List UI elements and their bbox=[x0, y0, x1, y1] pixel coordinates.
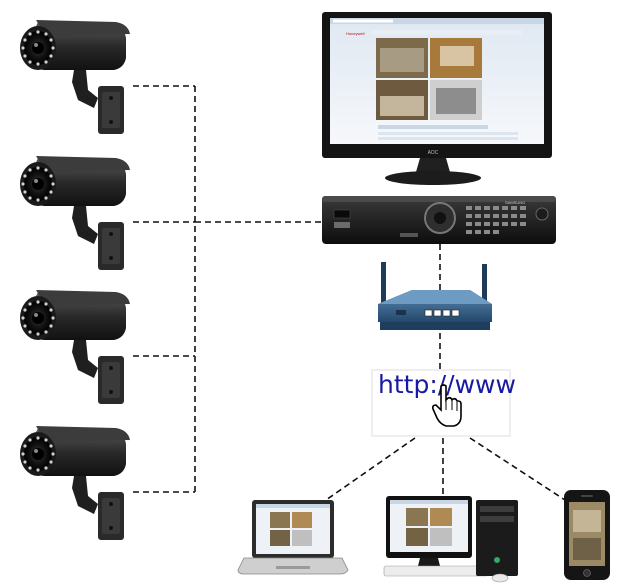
camera-1 bbox=[20, 20, 130, 134]
monitor-logo: AOC bbox=[428, 150, 439, 156]
monitor-brand-text: Honeywell bbox=[346, 31, 365, 36]
camera-2 bbox=[20, 156, 130, 270]
connection-lines bbox=[133, 85, 566, 501]
internet-url-label: http://www bbox=[378, 370, 516, 399]
router-ports bbox=[424, 309, 460, 317]
smartphone-client bbox=[564, 490, 610, 580]
camera-3 bbox=[20, 290, 130, 404]
link-internet-to-laptop bbox=[325, 437, 416, 501]
desktop-pc-client bbox=[383, 496, 518, 583]
hand-pointer-icon bbox=[432, 384, 462, 427]
internet-url-box: http://www bbox=[371, 369, 516, 437]
dvr-brand: SAMSUNG bbox=[505, 200, 525, 205]
dvr-recorder: SAMSUNG bbox=[322, 196, 556, 244]
network-router bbox=[378, 262, 492, 330]
laptop-client bbox=[237, 500, 349, 575]
link-internet-to-phone bbox=[469, 437, 566, 501]
dvr-button-grid bbox=[466, 206, 526, 234]
camera-4 bbox=[20, 426, 130, 540]
monitor-camera-grid bbox=[376, 38, 482, 120]
monitor: Honeywell AOC bbox=[322, 12, 552, 185]
